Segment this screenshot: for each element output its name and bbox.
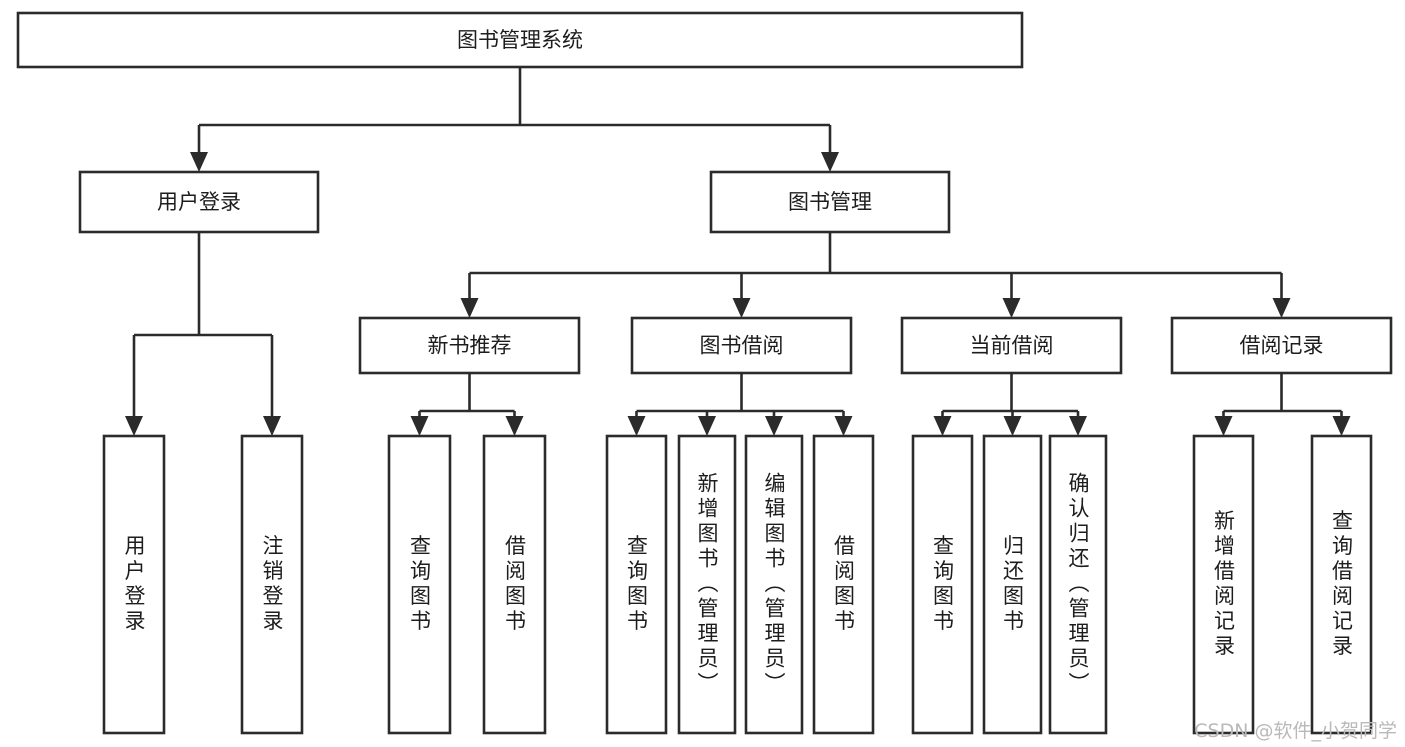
node-box-rect (358, 316, 581, 375)
arrow-head-icon (732, 298, 751, 318)
node-label: 借阅记录 (1240, 334, 1324, 358)
node-label: 用户登录 (157, 190, 241, 214)
node-label: 新增图书（管理员） (695, 472, 719, 697)
node-label: 借阅图书 (503, 535, 527, 635)
node-box-rect (605, 434, 668, 735)
node-layer: 图书管理系统用户登录图书管理新书推荐图书借阅当前借阅借阅记录用户登录注销登录查询… (16, 11, 1393, 735)
node-root-0[interactable]: 图书管理系统 (16, 11, 1024, 69)
node-box-rect (630, 316, 853, 375)
node-box-rect (482, 434, 547, 735)
node-leaf-1[interactable]: 注销登录 (240, 434, 304, 735)
node-label: 查询图书 (931, 535, 955, 635)
node-box-rect (709, 170, 951, 234)
arrow-head-icon (698, 416, 716, 436)
arrow-head-icon (1002, 298, 1021, 318)
node-box-rect (240, 434, 304, 735)
node-leaf-2[interactable]: 查询图书 (387, 434, 452, 735)
node-box-rect (102, 434, 166, 735)
node-box-rect (1048, 434, 1108, 735)
node-leaf-10[interactable]: 确认归还（管理员） (1048, 434, 1108, 735)
node-box-rect (812, 434, 875, 735)
node-leaf-9[interactable]: 归还图书 (982, 434, 1043, 735)
node-leaf-8[interactable]: 查询图书 (911, 434, 974, 735)
node-box-rect (900, 316, 1123, 375)
node-box-rect (387, 434, 452, 735)
arrow-head-icon (834, 416, 853, 436)
node-label: 用户登录 (122, 535, 146, 635)
arrow-head-icon (263, 416, 281, 436)
arrow-head-icon (1272, 298, 1291, 318)
node-label: 新书推荐 (428, 334, 512, 358)
node-l2-1[interactable]: 图书管理 (709, 170, 951, 234)
node-label: 注销登录 (260, 535, 284, 635)
node-leaf-5[interactable]: 新增图书（管理员） (677, 434, 737, 735)
node-box-rect (1310, 434, 1373, 735)
arrow-head-icon (1332, 416, 1351, 436)
arrow-head-icon (933, 416, 952, 436)
node-label: 查询图书 (408, 535, 432, 635)
node-leaf-6[interactable]: 编辑图书（管理员） (744, 434, 804, 735)
node-l3-3[interactable]: 借阅记录 (1170, 316, 1393, 375)
node-box-rect (16, 11, 1024, 69)
node-leaf-7[interactable]: 借阅图书 (812, 434, 875, 735)
node-box-rect (982, 434, 1043, 735)
node-label: 新增借阅记录 (1212, 510, 1236, 660)
node-leaf-3[interactable]: 借阅图书 (482, 434, 547, 735)
arrow-head-icon (505, 416, 524, 436)
node-label: 查询图书 (625, 535, 649, 635)
arrow-head-icon (765, 416, 783, 436)
node-label: 借阅图书 (832, 535, 856, 635)
arrow-head-icon (460, 298, 479, 318)
node-label: 当前借阅 (970, 334, 1054, 358)
arrow-head-icon (1003, 416, 1022, 436)
node-l3-2[interactable]: 当前借阅 (900, 316, 1123, 375)
node-box-rect (78, 170, 320, 234)
node-box-rect (911, 434, 974, 735)
node-label: 归还图书 (1001, 535, 1025, 635)
arrow-head-icon (1214, 416, 1233, 436)
node-label: 查询借阅记录 (1330, 510, 1354, 660)
node-l3-1[interactable]: 图书借阅 (630, 316, 853, 375)
node-leaf-0[interactable]: 用户登录 (102, 434, 166, 735)
arrow-head-icon (410, 416, 429, 436)
node-leaf-4[interactable]: 查询图书 (605, 434, 668, 735)
arrow-head-icon (190, 152, 208, 172)
node-leaf-12[interactable]: 查询借阅记录 (1310, 434, 1373, 735)
node-label: 图书借阅 (700, 334, 784, 358)
arrow-head-icon (821, 152, 839, 172)
connector-layer (125, 67, 1351, 436)
node-box-rect (677, 434, 737, 735)
node-label: 图书管理 (788, 190, 872, 214)
node-box-rect (1192, 434, 1255, 735)
node-label: 图书管理系统 (457, 28, 583, 52)
node-box-rect (1170, 316, 1393, 375)
arrow-head-icon (627, 416, 646, 436)
arrow-head-icon (1069, 416, 1087, 436)
node-l3-0[interactable]: 新书推荐 (358, 316, 581, 375)
node-box-rect (744, 434, 804, 735)
node-leaf-11[interactable]: 新增借阅记录 (1192, 434, 1255, 735)
node-l2-0[interactable]: 用户登录 (78, 170, 320, 234)
arrow-head-icon (125, 416, 143, 436)
node-label: 确认归还（管理员） (1066, 472, 1090, 697)
node-label: 编辑图书（管理员） (762, 472, 786, 697)
